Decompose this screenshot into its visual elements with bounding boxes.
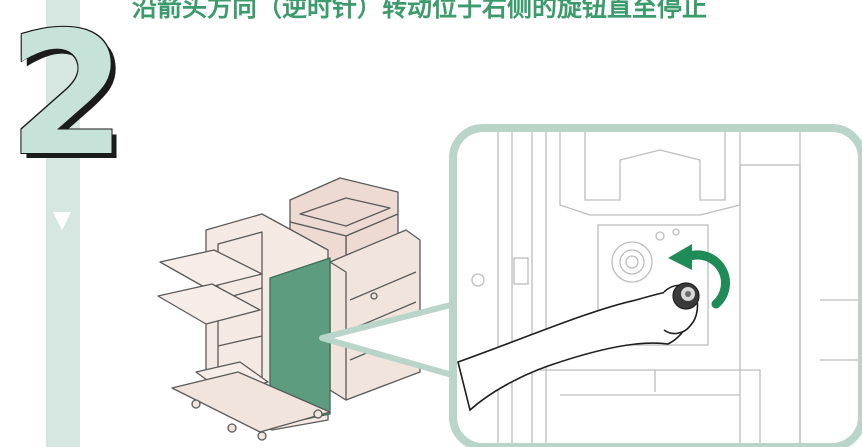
rotation-knob [672, 282, 700, 310]
step-instruction: 沿箭头方向（逆时针）转动位于右侧的旋钮直至停止 [132, 0, 708, 22]
finisher-base [171, 371, 331, 441]
down-triangle-icon [53, 212, 71, 230]
counterclockwise-arrow-icon [668, 244, 730, 309]
printer-overview [157, 177, 421, 441]
zoom-detail-panel [449, 124, 862, 447]
step-number: 2 [8, 0, 126, 194]
